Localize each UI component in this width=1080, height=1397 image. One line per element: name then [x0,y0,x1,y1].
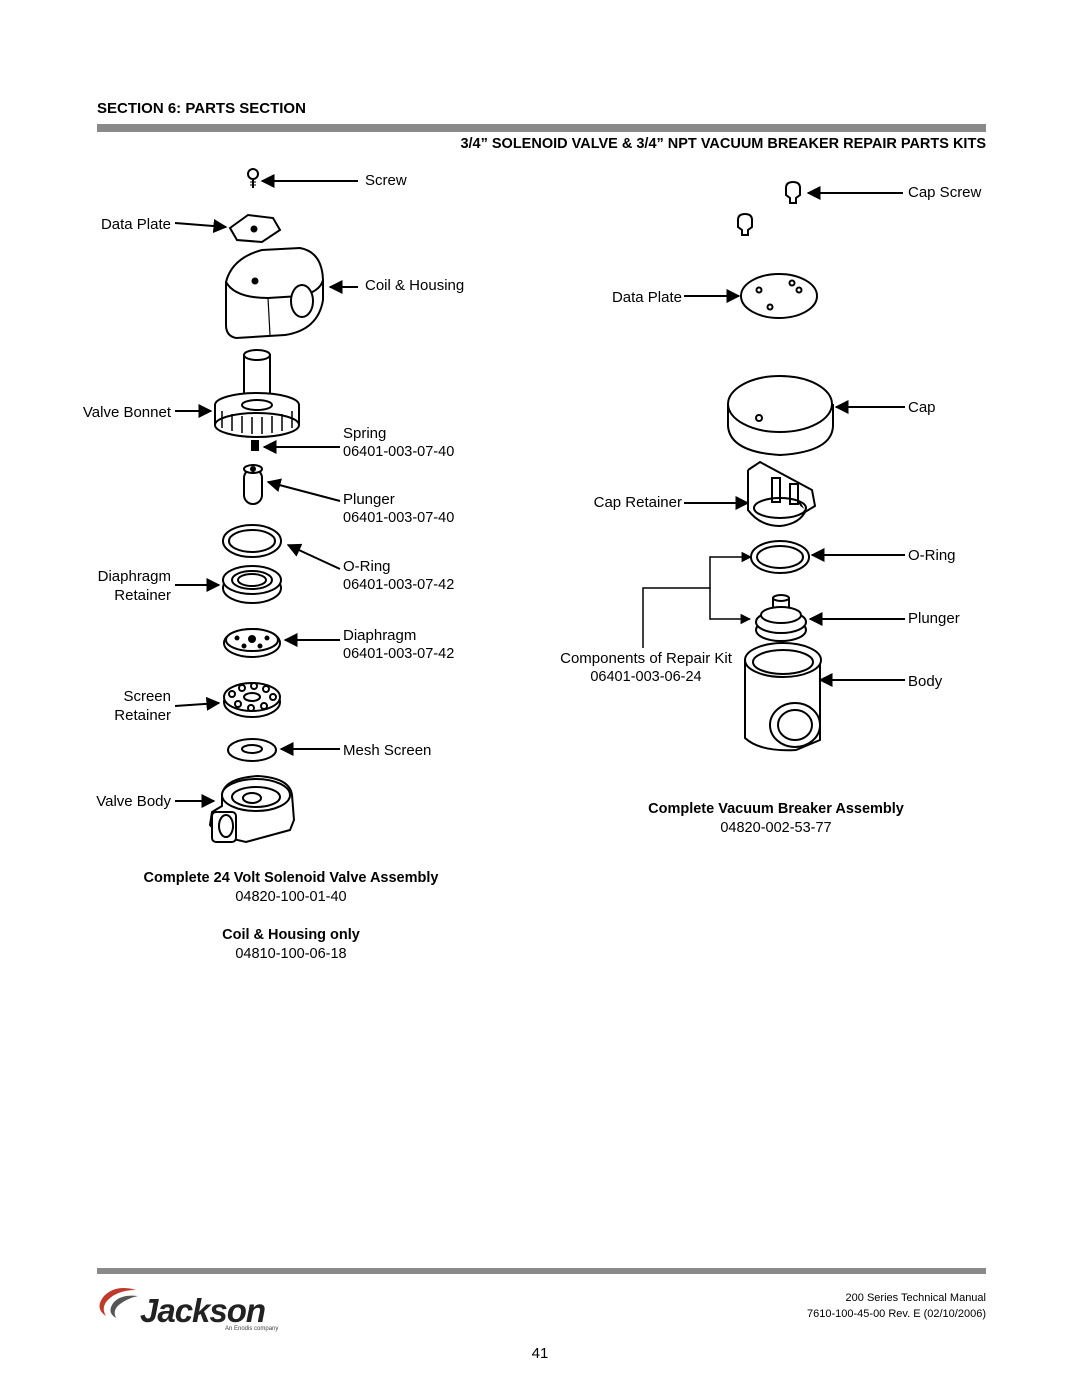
label-vb-plunger: Plunger [908,610,960,627]
mesh-screen-part [227,738,277,762]
jackson-logo-tagline: An Enodis company [225,1326,279,1332]
screw-part [247,168,259,188]
jackson-logo: Jackson [140,1292,266,1329]
vb-body-part [744,642,822,752]
label-vb-body: Body [908,673,943,690]
plunger-part [243,464,263,505]
label-valve-bonnet: Valve Bonnet [82,404,171,421]
vb-plunger-part [755,594,807,642]
coil-only-title: Coil & Housing only [222,927,360,943]
oring-arrow [286,543,341,570]
cap-screw-part [785,180,801,204]
header-rule [97,124,986,132]
plunger-part-number: 06401-003-07-40 [343,510,455,526]
screen-retainer-arrow [174,696,221,711]
diaphragm-part-number: 06401-003-07-42 [343,646,455,662]
repair-kit-part-number: 06401-003-06-24 [590,669,702,685]
cap-retainer-part [747,460,817,528]
spring-part-number: 06401-003-07-40 [343,444,455,460]
label-diaphragm-retainer-line2: Retainer [114,587,171,604]
label-cap-retainer: Cap Retainer [593,494,682,511]
page-subtitle: 3/4” SOLENOID VALVE & 3/4” NPT VACUUM BR… [460,136,986,152]
label-coil-housing: Coil & Housing [365,277,465,294]
plunger-arrow [266,478,341,502]
label-valve-body: Valve Body [96,793,171,810]
valve-bonnet-part [214,349,300,438]
label-vb-data-plate: Data Plate [611,289,682,306]
section-title: SECTION 6: PARTS SECTION [97,100,306,117]
repair-kit-bracket-lower [709,588,752,625]
label-repair-kit-components: Components of Repair Kit [560,650,732,667]
label-screw: Screw [365,172,407,189]
label-mesh-screen: Mesh Screen [343,742,432,759]
label-diaphragm: Diaphragm [343,627,417,644]
diaphragm-retainer-part [222,565,282,604]
label-screen-retainer-line1: Screen [123,688,171,705]
label-diaphragm-retainer-line1: Diaphragm [97,568,171,585]
data-plate-arrow [174,219,228,233]
vb-oring-part [750,540,810,574]
solenoid-assembly-title: Complete 24 Volt Solenoid Valve Assembly [143,870,439,886]
footer-rule [97,1268,986,1274]
cap-part [727,375,834,457]
jackson-logo-swoosh-icon [99,1288,138,1318]
label-data-plate: Data Plate [100,216,171,233]
label-spring: Spring [343,425,387,442]
vacuum-breaker-assembly-title: Complete Vacuum Breaker Assembly [648,801,904,817]
label-cap-screw: Cap Screw [908,184,982,201]
manual-title: 200 Series Technical Manual [845,1292,986,1304]
vb-data-plate [740,273,818,319]
vacuum-breaker-assembly-part-number: 04820-002-53-77 [720,820,832,836]
label-vb-oring: O-Ring [908,547,956,564]
diaphragm-part [223,628,281,658]
solenoid-data-plate [228,213,282,244]
spring-part [251,440,259,451]
cap-screw-part-2 [737,212,753,236]
label-screen-retainer-line2: Retainer [114,707,171,724]
screen-retainer-part [223,682,281,718]
oring-part [222,524,282,558]
repair-kit-bracket-upper [642,551,753,648]
oring-part-number: 06401-003-07-42 [343,577,455,593]
coil-only-part-number: 04810-100-06-18 [235,946,347,962]
page-number: 41 [531,1345,549,1362]
label-plunger: Plunger [343,491,395,508]
document-number: 7610-100-45-00 Rev. E (02/10/2006) [807,1308,986,1320]
solenoid-assembly-part-number: 04820-100-01-40 [235,889,347,905]
valve-body-part [208,774,296,844]
label-oring: O-Ring [343,558,391,575]
coil-housing-part [225,246,324,340]
label-cap: Cap [908,399,936,416]
